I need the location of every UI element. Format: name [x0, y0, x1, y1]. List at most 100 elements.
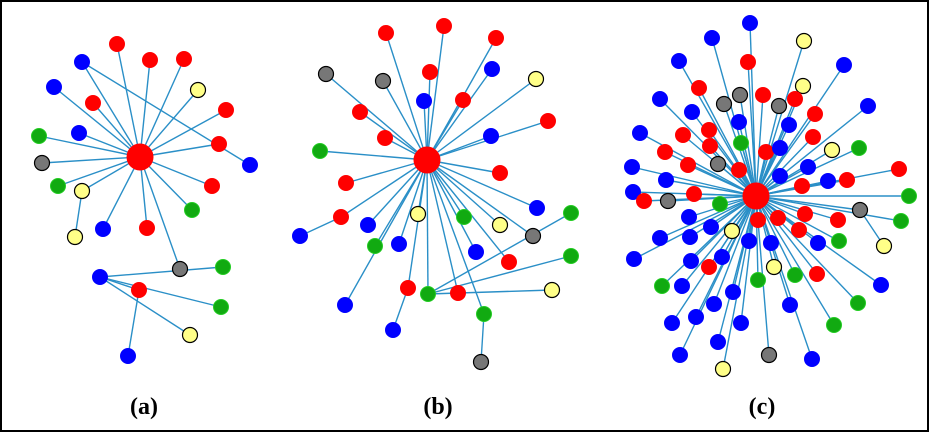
node-c-red-31: [680, 157, 696, 173]
node-c-blue-5: [836, 57, 852, 73]
edge-b-10: [359, 111, 428, 161]
edge-c-70: [755, 195, 818, 275]
node-b-blue-6: [484, 61, 500, 77]
edge-c-32: [631, 166, 757, 197]
node-b-green-28: [367, 238, 383, 254]
node-c-red-36: [891, 161, 907, 177]
node-a-blue-4: [46, 79, 62, 95]
node-b-red-5: [422, 64, 438, 80]
node-c-red-23: [805, 129, 821, 145]
node-c-blue-29: [772, 140, 788, 156]
edge-c-21: [639, 132, 757, 197]
edge-c-37: [665, 179, 757, 197]
edge-b-18: [340, 159, 428, 218]
edge-b-1: [426, 25, 445, 161]
node-c-blue-61: [810, 235, 826, 251]
node-a-green-13: [50, 178, 66, 194]
node-c-green-25: [851, 140, 867, 156]
edge-b-3: [325, 73, 428, 161]
node-c-blue-35: [772, 168, 788, 184]
edge-c-23: [755, 136, 814, 197]
node-c-red-43: [636, 193, 652, 209]
edge-c-4: [747, 61, 757, 197]
node-b-red-18: [333, 209, 349, 225]
node-a-blue-17: [95, 221, 111, 237]
node-c-yellow-2: [795, 32, 813, 50]
edge-c-64: [633, 195, 757, 260]
node-a-yellow-14: [73, 182, 91, 200]
node-c-blue-59: [741, 233, 757, 249]
edge-b-24: [427, 212, 572, 295]
edge-a-24: [99, 276, 222, 308]
node-c-red-66: [701, 259, 717, 275]
node-b-red-10: [352, 104, 368, 120]
edge-c-50: [755, 195, 839, 221]
edge-c-79: [671, 195, 757, 324]
node-b-green-14: [312, 143, 328, 159]
node-b-blue-27: [292, 228, 308, 244]
node-b-blue-30: [468, 244, 484, 260]
node-c-gray-8: [731, 86, 749, 104]
node-a-red-1: [109, 36, 125, 52]
edge-b-21: [367, 159, 428, 226]
node-c-blue-1: [704, 30, 720, 46]
edge-a-20: [139, 156, 181, 270]
node-a-red-5: [85, 95, 101, 111]
node-c-green-78: [850, 295, 866, 311]
node-c-green-62: [831, 233, 847, 249]
node-c-red-42: [686, 186, 702, 202]
node-c-blue-80: [688, 309, 704, 325]
node-c-yellow-87: [714, 360, 732, 378]
node-c-blue-57: [652, 230, 668, 246]
edge-b-33: [426, 159, 429, 295]
node-b-red-15: [492, 165, 508, 181]
node-c-blue-58: [682, 229, 698, 245]
node-a-gray-20: [171, 260, 189, 278]
edge-c-82: [755, 195, 835, 326]
node-c-red-48: [797, 206, 813, 222]
node-a-yellow-6: [189, 81, 207, 99]
node-b-green-24: [563, 205, 579, 221]
edge-a-0: [81, 61, 141, 158]
node-c-red-70: [809, 266, 825, 282]
node-c-red-38: [794, 178, 810, 194]
panel-label-b: (b): [423, 394, 453, 420]
edge-b-29: [398, 159, 428, 245]
node-c-yellow-54: [723, 222, 741, 240]
edge-a-1: [116, 43, 141, 158]
edge-a-26: [127, 289, 140, 357]
node-c-blue-41: [625, 184, 641, 200]
node-c-yellow-6: [794, 77, 812, 95]
node-c-red-33: [731, 162, 747, 178]
edge-c-44: [667, 195, 757, 202]
node-c-gray-85: [760, 346, 778, 364]
node-b-blue-13: [483, 128, 499, 144]
node-b-yellow-19: [409, 205, 427, 223]
node-b-blue-21: [360, 217, 376, 233]
edge-a-6: [139, 89, 199, 158]
node-b-gray-37: [472, 353, 490, 371]
node-b-red-2: [488, 30, 504, 46]
node-c-green-45: [712, 196, 728, 212]
node-c-red-7: [691, 80, 707, 96]
node-c-blue-0: [742, 15, 758, 31]
edge-a-3: [139, 58, 185, 158]
node-c-red-10: [755, 87, 771, 103]
node-a-yellow-18: [66, 228, 84, 246]
node-a-yellow-25: [181, 326, 199, 344]
node-c-red-28: [758, 144, 774, 160]
edge-b-26: [427, 289, 553, 295]
edge-b-35: [344, 159, 428, 306]
node-c-blue-75: [725, 284, 741, 300]
edge-c-57: [659, 195, 757, 239]
node-b-yellow-22: [491, 216, 509, 234]
node-c-blue-14: [684, 104, 700, 120]
edges-layer: [38, 22, 909, 370]
node-c-yellow-24: [823, 141, 841, 159]
edge-c-72: [661, 195, 757, 287]
node-c-green-22: [733, 135, 749, 151]
node-a-red-10: [211, 136, 227, 152]
node-b-red-0: [378, 25, 394, 41]
node-c-green-46: [901, 188, 917, 204]
